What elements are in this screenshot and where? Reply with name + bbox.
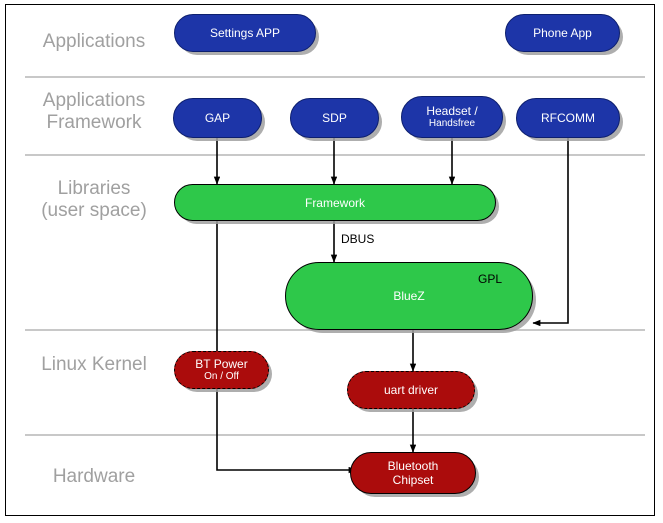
node-gap-label: GAP [204, 111, 231, 125]
divider-linux-kernel [25, 434, 645, 436]
node-framework[interactable]: Framework [174, 184, 496, 221]
node-bluez-gpl-badge: GPL [478, 272, 503, 286]
node-bluez-label: BlueZ [393, 289, 425, 303]
node-headset-handsfree[interactable]: Headset / Handsfree [401, 96, 503, 138]
node-settings-app[interactable]: Settings APP [174, 14, 316, 52]
node-headset-handsfree-label-line2: Handsfree [428, 118, 476, 129]
node-sdp[interactable]: SDP [290, 98, 379, 138]
layer-label-applications-framework: Applications Framework [42, 90, 146, 133]
divider-applications [25, 76, 645, 78]
node-headset-handsfree-label-line1: Headset / [426, 104, 478, 118]
layer-label-hardware: Hardware [52, 466, 136, 487]
node-bt-power-label-line2: On / Off [204, 371, 239, 382]
node-bluez[interactable]: BlueZ [285, 262, 533, 330]
node-uart-driver[interactable]: uart driver [347, 371, 475, 409]
node-bluetooth-chipset-label-line1: Bluetooth [387, 459, 439, 473]
node-bt-power-label-line1: BT Power [195, 357, 248, 371]
node-settings-app-label: Settings APP [209, 26, 281, 40]
node-gap[interactable]: GAP [173, 98, 262, 138]
node-uart-driver-label: uart driver [383, 383, 439, 397]
node-rfcomm[interactable]: RFCOMM [516, 98, 620, 138]
node-framework-label: Framework [304, 195, 365, 210]
node-phone-app[interactable]: Phone App [505, 14, 620, 52]
node-phone-app-label: Phone App [533, 26, 592, 40]
node-rfcomm-label: RFCOMM [541, 111, 595, 125]
diagram-frame-border [5, 4, 655, 516]
layer-label-libraries: Libraries (user space) [41, 178, 147, 221]
node-bluetooth-chipset[interactable]: Bluetooth Chipset [350, 452, 476, 494]
node-sdp-label: SDP [322, 111, 347, 125]
node-bt-power[interactable]: BT Power On / Off [174, 351, 269, 389]
edge-label-dbus: DBUS [341, 232, 375, 246]
divider-applications-framework [25, 154, 645, 156]
layer-label-applications: Applications [42, 31, 146, 52]
layer-label-linux-kernel: Linux Kernel [41, 354, 147, 375]
node-bluetooth-chipset-label-line2: Chipset [392, 473, 434, 487]
